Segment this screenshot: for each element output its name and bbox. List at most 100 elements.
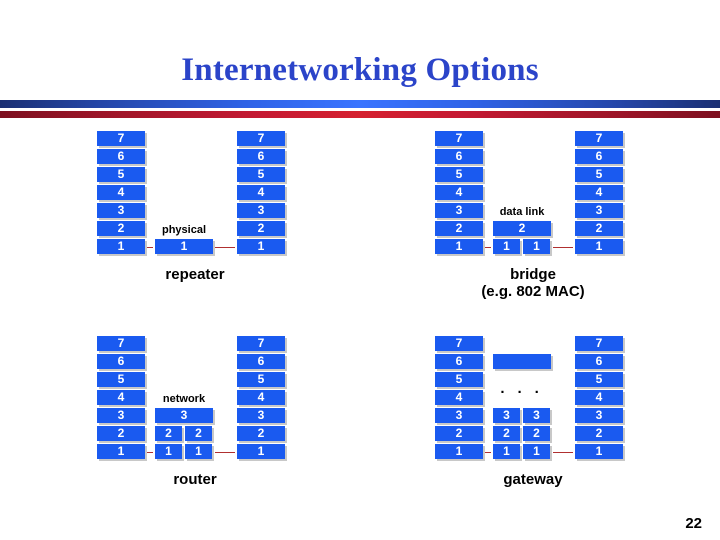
router-right-layer-1: 1 xyxy=(237,444,285,459)
repeater-dev-full-1: 1 xyxy=(155,239,213,254)
router-right-layer-4: 4 xyxy=(237,390,285,405)
repeater-left-layer-1: 1 xyxy=(97,239,145,254)
bridge-right-layer-1: 1 xyxy=(575,239,623,254)
gateway-ellipsis: · · · xyxy=(500,384,544,401)
page-title: Internetworking Options xyxy=(181,52,539,88)
gateway-dev-full-empty xyxy=(493,354,551,369)
repeater-right-layer-3: 3 xyxy=(237,203,285,218)
router-right-layer-2: 2 xyxy=(237,426,285,441)
router-caption-line1: router xyxy=(173,471,217,488)
repeater-left-layer-3: 3 xyxy=(97,203,145,218)
gateway-caption: gateway xyxy=(428,471,638,488)
gateway-right-layer-4: 4 xyxy=(575,390,623,405)
bridge-right-layer-5: 5 xyxy=(575,167,623,182)
bridge-caption: bridge (e.g. 802 MAC) xyxy=(428,266,638,300)
bridge-right-layer-4: 4 xyxy=(575,185,623,200)
router-right-layer-7: 7 xyxy=(237,336,285,351)
gateway-right-layer-5: 5 xyxy=(575,372,623,387)
repeater-device-stack: 1 xyxy=(90,125,300,265)
router-dev-full-3: 3 xyxy=(155,408,213,423)
gateway-right-layer-7: 7 xyxy=(575,336,623,351)
gateway-right-layer-3: 3 xyxy=(575,408,623,423)
repeater-left-layer-2: 2 xyxy=(97,221,145,236)
gateway-right-layer-1: 1 xyxy=(575,444,623,459)
router-dev-left-2: 2 xyxy=(155,426,182,441)
bridge-right-layer-3: 3 xyxy=(575,203,623,218)
repeater-left-layer-5: 5 xyxy=(97,167,145,182)
gateway-dev-right-1: 1 xyxy=(523,444,550,459)
gateway-left-layer-4: 4 xyxy=(435,390,483,405)
bridge-left-layer-4: 4 xyxy=(435,185,483,200)
gateway-right-connector xyxy=(553,452,573,453)
router-device-label: network xyxy=(162,393,206,405)
gateway-left-connector xyxy=(485,452,491,453)
router-left-layer-1: 1 xyxy=(97,444,145,459)
router-right-layer-6: 6 xyxy=(237,354,285,369)
repeater-left-layer-4: 4 xyxy=(97,185,145,200)
repeater-caption-line1: repeater xyxy=(165,266,225,283)
gateway-left-layer-7: 7 xyxy=(435,336,483,351)
gateway-left-layer-3: 3 xyxy=(435,408,483,423)
repeater-caption: repeater xyxy=(90,266,300,283)
bridge-caption-line1: bridge xyxy=(510,266,556,283)
bridge-left-layer-7: 7 xyxy=(435,131,483,146)
router-left-layer-6: 6 xyxy=(97,354,145,369)
bridge-left-layer-3: 3 xyxy=(435,203,483,218)
bridge-left-layer-6: 6 xyxy=(435,149,483,164)
bridge-left-layer-1: 1 xyxy=(435,239,483,254)
repeater-right-layer-1: 1 xyxy=(237,239,285,254)
bridge-right-layer-6: 6 xyxy=(575,149,623,164)
gateway-caption-line1: gateway xyxy=(503,471,563,488)
router-dev-right-2: 2 xyxy=(185,426,212,441)
repeater-left-layer-7: 7 xyxy=(97,131,145,146)
bridge-dev-right-1: 1 xyxy=(523,239,550,254)
bridge-right-layer-2: 2 xyxy=(575,221,623,236)
bridge-left-layer-5: 5 xyxy=(435,167,483,182)
gateway-right-layer-6: 6 xyxy=(575,354,623,369)
repeater-device-label: physical xyxy=(161,224,207,236)
gateway-right-layer-2: 2 xyxy=(575,426,623,441)
divider-gap xyxy=(0,108,720,111)
gateway-left-layer-5: 5 xyxy=(435,372,483,387)
bridge-right-connector xyxy=(553,247,573,248)
router-left-layer-3: 3 xyxy=(97,408,145,423)
divider-bar-red xyxy=(0,111,720,118)
router-right-layer-5: 5 xyxy=(237,372,285,387)
router-dev-right-1: 1 xyxy=(185,444,212,459)
repeater-left-connector xyxy=(147,247,153,248)
bridge-device-label: data link xyxy=(499,206,545,218)
bridge-left-layer-2: 2 xyxy=(435,221,483,236)
router-caption: router xyxy=(90,471,300,488)
repeater-right-layer-5: 5 xyxy=(237,167,285,182)
divider-bar-blue xyxy=(0,100,720,108)
bridge-dev-full-2: 2 xyxy=(493,221,551,236)
gateway-dev-right-3: 3 xyxy=(523,408,550,423)
router-right-layer-3: 3 xyxy=(237,408,285,423)
page-number: 22 xyxy=(685,515,702,532)
gateway-dev-left-1: 1 xyxy=(493,444,520,459)
bridge-caption-line2: (e.g. 802 MAC) xyxy=(481,283,585,300)
repeater-right-layer-6: 6 xyxy=(237,149,285,164)
gateway-left-layer-6: 6 xyxy=(435,354,483,369)
repeater-right-layer-7: 7 xyxy=(237,131,285,146)
repeater-right-layer-2: 2 xyxy=(237,221,285,236)
repeater-right-layer-4: 4 xyxy=(237,185,285,200)
gateway-dev-left-3: 3 xyxy=(493,408,520,423)
router-left-connector xyxy=(147,452,153,453)
bridge-dev-left-1: 1 xyxy=(493,239,520,254)
gateway-left-layer-1: 1 xyxy=(435,444,483,459)
